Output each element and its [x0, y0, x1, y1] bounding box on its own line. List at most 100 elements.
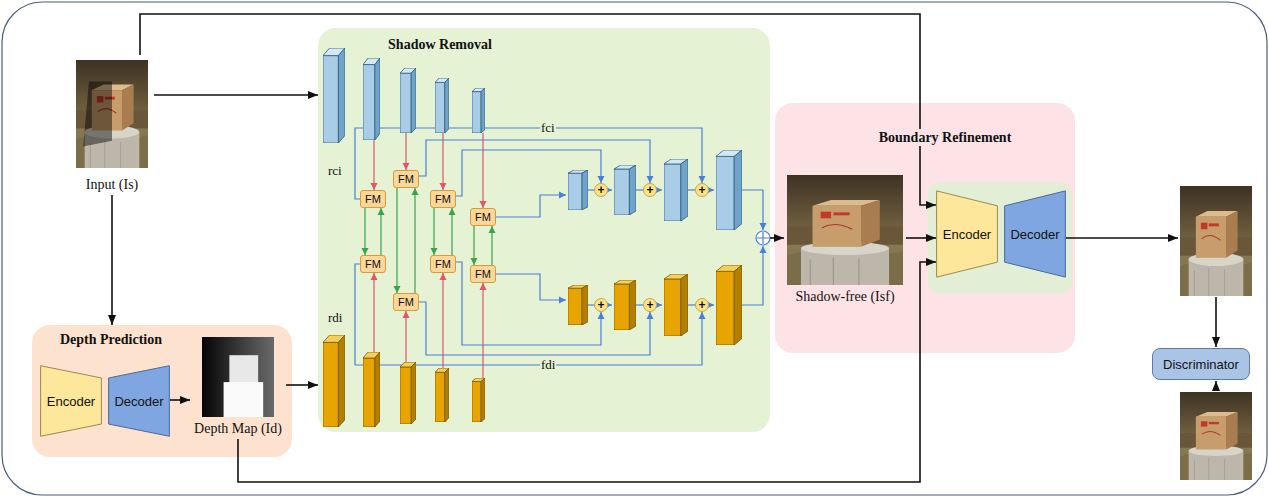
block-label: FM: [365, 193, 381, 205]
path-shape: [442, 133, 443, 190]
block-label: FM: [365, 258, 381, 270]
depth-photo: [202, 337, 274, 417]
feature-label: rci: [327, 163, 343, 179]
shadow-free-image: Shadow-free (Isf): [784, 175, 906, 307]
input-image: Input (Is): [70, 55, 154, 195]
fusion-module: FM: [393, 170, 419, 188]
feature-label: rdi: [327, 310, 343, 326]
block-label: Encoder: [943, 227, 991, 242]
sum-symbol: +: [643, 183, 657, 197]
use-shape: [472, 88, 485, 133]
module-panel: Boundary Refinement Shadow-free (Isf) Enc…: [775, 103, 1075, 353]
path-shape: [405, 133, 406, 170]
path-shape: [355, 264, 702, 365]
block-label: FM: [398, 296, 414, 308]
circle-shape: [756, 231, 770, 245]
path-shape: [742, 246, 763, 305]
panel-heading: Boundary Refinement: [876, 129, 1015, 146]
fusion-module: FM: [470, 265, 496, 283]
decoder-block: Decoder: [108, 365, 170, 437]
use-shape: [363, 352, 380, 427]
feature-label: fdi: [540, 357, 556, 373]
use-shape: [787, 175, 903, 285]
fusion-module: FM: [360, 255, 386, 273]
rect-shape: [229, 355, 258, 384]
path-shape: [380, 208, 381, 255]
path-shape: [405, 311, 406, 362]
use-shape: [614, 280, 636, 330]
trapezoid-outline: [937, 191, 998, 277]
panel-heading: Shadow Removal: [385, 36, 495, 53]
rect-shape: [928, 182, 1072, 294]
polygon-shape: [83, 82, 112, 147]
image-caption: Input (Is): [86, 176, 139, 193]
image-caption: Depth Map (Id): [194, 420, 282, 437]
trapezoid-outline: [109, 366, 170, 437]
sum-symbol: +: [594, 183, 608, 197]
use-shape: [472, 378, 485, 422]
use-shape: [400, 68, 416, 133]
path-shape: [433, 208, 434, 255]
block-label: Encoder: [47, 394, 95, 409]
path-shape: [482, 283, 483, 378]
rect-shape: [224, 382, 264, 417]
connector: [154, 94, 318, 96]
path-shape: [496, 274, 566, 300]
fusion-module: FM: [360, 190, 386, 208]
use-shape: [716, 150, 742, 230]
path-shape: [373, 140, 374, 190]
path-shape: [491, 226, 492, 265]
use-shape: [323, 48, 345, 143]
path-shape: [355, 128, 702, 199]
panel-heading: Depth Prediction: [57, 331, 165, 348]
encoder-block: Encoder: [40, 365, 102, 437]
feature-label: fci: [540, 120, 556, 136]
use-shape: [568, 170, 588, 210]
path-shape: [364, 208, 365, 255]
path-shape: [456, 262, 601, 345]
use-shape: [664, 159, 688, 221]
decoder-block: Decoder: [1004, 190, 1066, 278]
block-label: FM: [475, 268, 491, 280]
image-caption: Shadow-free (Isf): [795, 288, 894, 305]
output-arrow: [1215, 297, 1217, 347]
shadow-free-photo: [787, 175, 903, 285]
path-shape: [414, 188, 415, 293]
path-shape: [373, 273, 374, 352]
fusion-module: FM: [430, 255, 456, 273]
sum-symbol: +: [594, 298, 608, 312]
sum-symbol: +: [643, 298, 657, 312]
trapezoid-outline: [1005, 191, 1066, 277]
block-label: FM: [475, 211, 491, 223]
gt-arrow: [1215, 381, 1217, 391]
use-shape: [435, 78, 449, 133]
trapezoid-outline: [41, 366, 102, 437]
connector: [111, 195, 113, 325]
block-label: FM: [435, 193, 451, 205]
use-shape: [400, 362, 416, 424]
path-shape: [496, 195, 566, 217]
output-image: [1180, 186, 1252, 296]
path-shape: [451, 208, 452, 255]
use-shape: [568, 285, 588, 325]
use-shape: [76, 60, 148, 168]
block-label: Decoder: [114, 394, 163, 409]
path-shape: [742, 190, 763, 230]
use-shape: [435, 368, 449, 422]
block-label: FM: [398, 173, 414, 185]
path-shape: [1066, 237, 1178, 239]
block-label: Decoder: [1010, 227, 1059, 242]
path-shape: [442, 273, 443, 368]
path-shape: [473, 226, 474, 265]
fusion-module: FM: [393, 293, 419, 311]
encoder-block: Encoder: [936, 190, 998, 278]
ground-truth-image: [1180, 392, 1252, 480]
use-shape: [363, 58, 380, 140]
path-shape: [482, 133, 483, 208]
path-shape: [757, 232, 769, 244]
rect-shape: [202, 337, 274, 417]
block-label: FM: [435, 258, 451, 270]
